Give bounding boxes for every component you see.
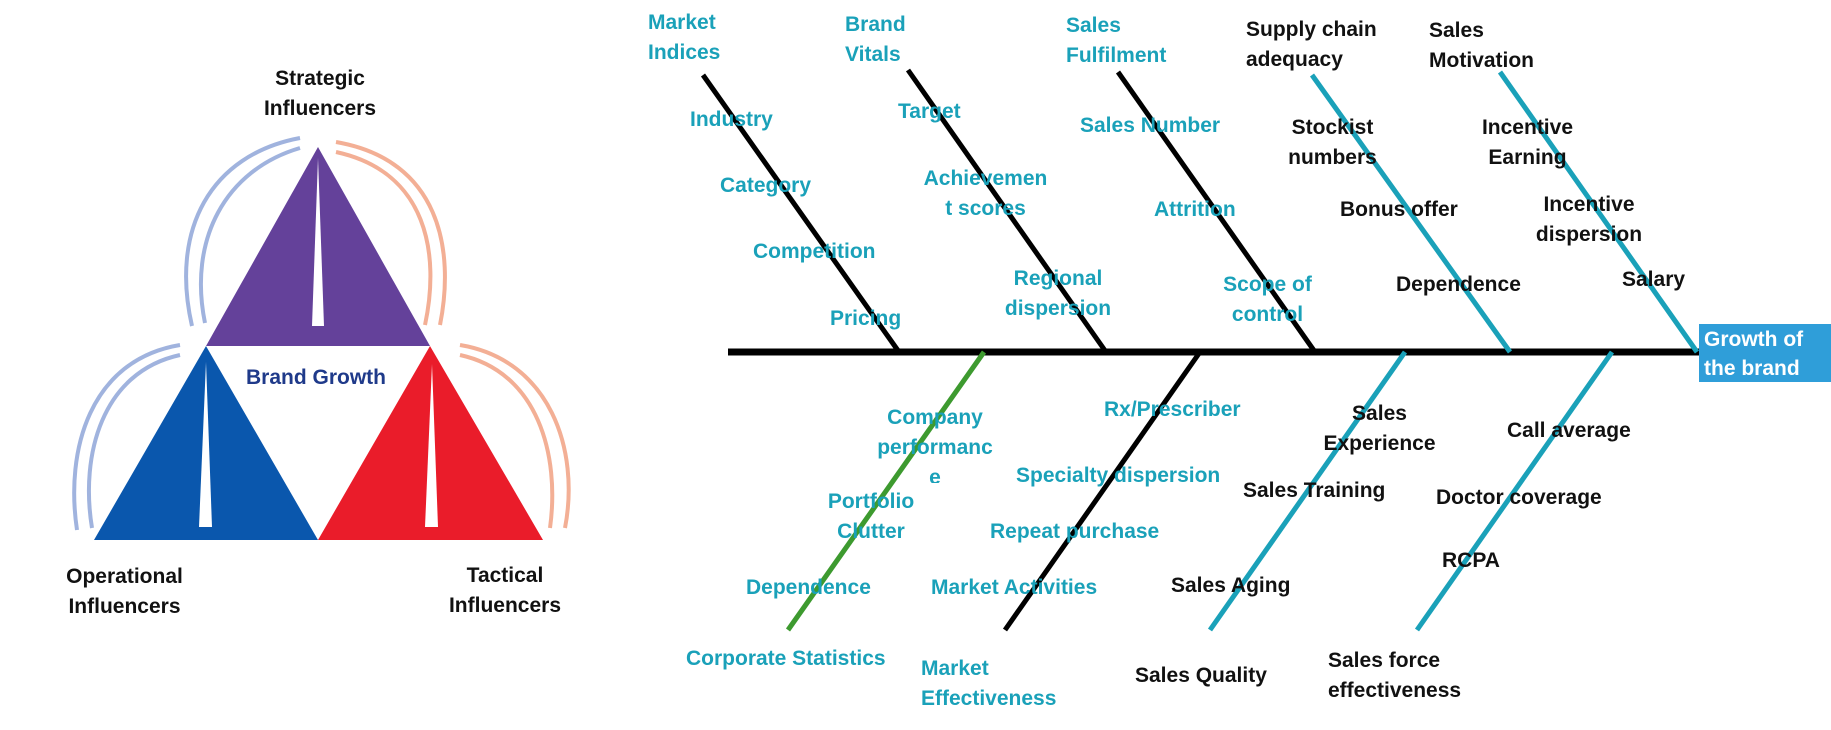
group-sales-fulfilment: Sales Fulfilment xyxy=(1066,14,1167,67)
spike-operational xyxy=(199,362,212,527)
cause-incentive-dispersion: Incentive dispersion xyxy=(1535,193,1643,246)
group-brand-vitals: Brand Vitals xyxy=(845,13,906,66)
cause-dependence-upper: Dependence xyxy=(1396,273,1521,296)
arc-top-right-outer xyxy=(335,140,447,326)
cause-specialty-dispersion: Specialty dispersion xyxy=(1016,464,1221,487)
cause-sales-aging: Sales Aging xyxy=(1171,574,1291,597)
group-corporate-statistics: Corporate Statistics xyxy=(686,647,886,670)
cause-bonus-offer: Bonus offer xyxy=(1340,198,1458,221)
bone-corporate-statistics xyxy=(785,350,987,632)
spike-strategic xyxy=(312,158,324,326)
group-supply-chain-adequacy: Supply chain adequacy xyxy=(1246,18,1377,71)
arc-right-inner xyxy=(459,353,555,529)
arc-right-outer xyxy=(459,343,571,529)
cause-rx-prescriber: Rx/Prescriber xyxy=(1104,398,1241,421)
cause-competition: Competition xyxy=(753,240,876,263)
cause-portfolio-clutter: Portfolio Clutter xyxy=(827,490,915,543)
cause-regional-dispersion: Regional dispersion xyxy=(1004,267,1112,320)
cause-repeat-purchase: Repeat purchase xyxy=(990,520,1160,543)
cause-call-average: Call average xyxy=(1507,419,1631,442)
group-market-indices: Market Indices xyxy=(648,11,721,64)
bone-market-effectiveness xyxy=(1002,350,1203,632)
cause-rcpa: RCPA xyxy=(1442,549,1500,572)
arc-left-inner xyxy=(86,353,181,529)
bone-sales-force xyxy=(1414,350,1615,632)
group-sales-force-effectiveness: Sales force effectiveness xyxy=(1328,649,1462,702)
triangle-diagram xyxy=(72,136,571,540)
cause-salary: Salary xyxy=(1622,268,1686,291)
group-market-effectiveness: Market Effectiveness xyxy=(921,657,1057,710)
bone-sales-fulfilment xyxy=(1115,70,1318,354)
cause-sales-number: Sales Number xyxy=(1080,114,1221,137)
bone-sales-motivation xyxy=(1497,70,1700,354)
spike-tactical xyxy=(425,364,438,527)
fishbone-head-box xyxy=(1699,324,1831,382)
arc-top-left-inner xyxy=(199,146,301,324)
cause-doctor-coverage: Doctor coverage xyxy=(1436,486,1602,509)
fishbone-head-label: Growth of the brand xyxy=(1704,328,1804,380)
arc-left-outer xyxy=(72,343,181,531)
label-strategic-influencers: Strategic Influencers xyxy=(263,67,377,120)
cause-category: Category xyxy=(720,174,812,197)
cause-sales-experience: Sales Experience xyxy=(1323,402,1436,455)
bone-sales-quality xyxy=(1207,350,1408,632)
cause-stockist-numbers: Stockist numbers xyxy=(1288,116,1377,169)
arc-top-left-outer xyxy=(184,136,301,327)
cause-attrition: Attrition xyxy=(1154,198,1236,221)
cause-sales-training: Sales Training xyxy=(1243,479,1386,502)
cause-incentive-earning: Incentive Earning xyxy=(1481,116,1574,169)
cause-achievement-scores: Achievemen t scores xyxy=(923,167,1048,220)
cause-pricing: Pricing xyxy=(830,307,902,330)
label-operational-influencers: Operational Influencers xyxy=(66,565,183,618)
label-tactical-influencers: Tactical Influencers xyxy=(448,564,562,617)
bone-market-indices xyxy=(700,73,902,354)
cause-dependence-lower: Dependence xyxy=(746,576,871,599)
group-sales-quality: Sales Quality xyxy=(1135,664,1267,687)
cause-scope-of-control: Scope of control xyxy=(1223,273,1312,326)
cause-industry: Industry xyxy=(690,108,773,131)
bone-brand-vitals xyxy=(905,68,1109,354)
label-brand-growth: Brand Growth xyxy=(246,366,386,389)
bone-supply-chain xyxy=(1309,73,1513,354)
group-sales-motivation: Sales Motivation xyxy=(1429,19,1534,72)
cause-company-performance: Company performanc e xyxy=(877,406,993,483)
arc-top-right-inner xyxy=(335,150,433,326)
cause-target: Target xyxy=(898,100,961,123)
cause-market-activities: Market Activities xyxy=(931,576,1098,599)
